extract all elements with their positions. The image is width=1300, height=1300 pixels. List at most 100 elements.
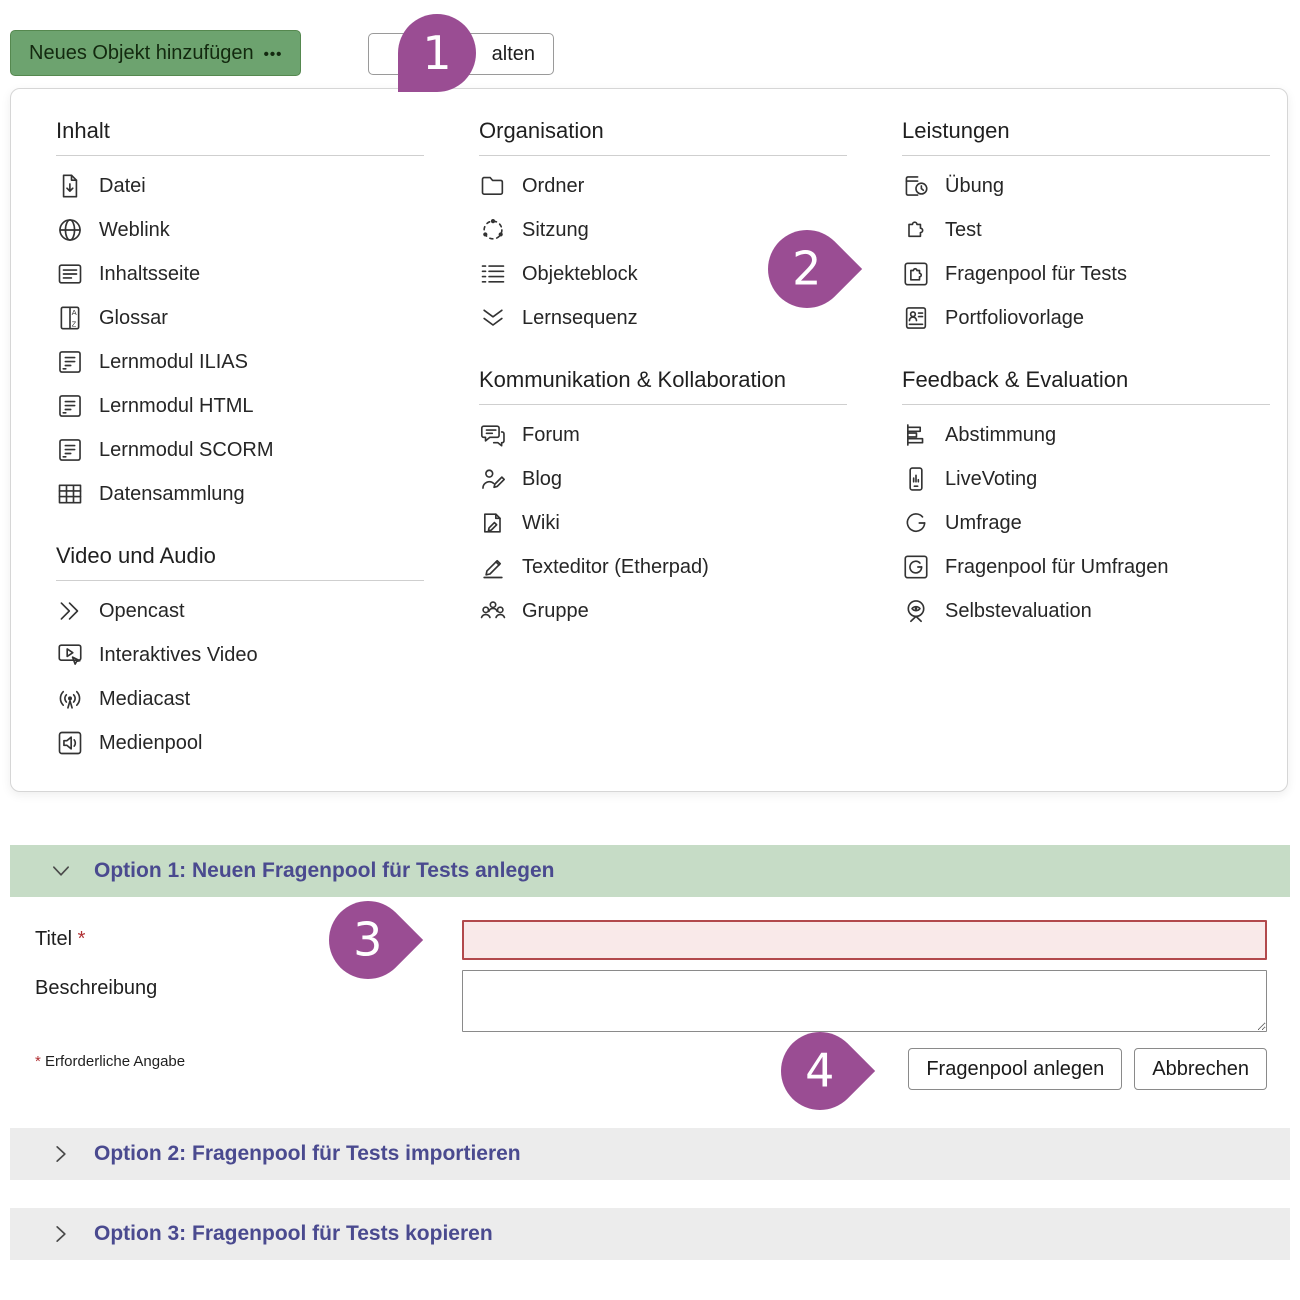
menu-item-livevoting[interactable]: LiveVoting	[902, 457, 1270, 501]
menu-item-label: Datei	[99, 174, 146, 197]
menu-item-label: Interaktives Video	[99, 643, 258, 666]
menu-item-interaktives-video[interactable]: Interaktives Video	[56, 633, 424, 677]
menu-item-label: Lernsequenz	[522, 306, 638, 329]
menu-item-lernmodul-html[interactable]: Lernmodul HTML	[56, 384, 424, 428]
create-question-pool-button[interactable]: Fragenpool anlegen	[908, 1048, 1123, 1090]
ellipsis-icon: •••	[263, 45, 283, 63]
menu-item-label: Test	[945, 218, 982, 241]
required-asterisk: *	[77, 928, 86, 950]
menu-section-title: Feedback & Evaluation	[902, 366, 1270, 405]
menu-item-test[interactable]: Test	[902, 208, 1270, 252]
menu-item-label: Forum	[522, 423, 580, 446]
menu-item-label: Fragenpool für Tests	[945, 262, 1127, 285]
menu-item-wiki[interactable]: Wiki	[479, 501, 847, 545]
menu-item-lernmodul-ilias[interactable]: Lernmodul ILIAS	[56, 340, 424, 384]
portfolio-icon	[902, 304, 930, 332]
manage-button-label: alten	[491, 42, 535, 65]
menu-item-lernmodul-scorm[interactable]: Lernmodul SCORM	[56, 428, 424, 472]
menu-item-texteditor-etherpad[interactable]: Texteditor (Etherpad)	[479, 545, 847, 589]
title-input[interactable]	[462, 920, 1267, 960]
option2-accordion-header[interactable]: Option 2: Fragenpool für Tests importier…	[10, 1128, 1290, 1180]
session-icon	[479, 216, 507, 244]
learning-module-icon	[56, 436, 84, 464]
menu-item-selbstevaluation[interactable]: Selbstevaluation	[902, 589, 1270, 633]
menu-item-fragenpool-f-r-umfragen[interactable]: Fragenpool für Umfragen	[902, 545, 1270, 589]
menu-item-opencast[interactable]: Opencast	[56, 589, 424, 633]
menu-item-label: Fragenpool für Umfragen	[945, 555, 1169, 578]
add-new-object-button[interactable]: Neues Objekt hinzufügen •••	[10, 30, 302, 76]
content-page-icon	[56, 260, 84, 288]
menu-section-title: Video und Audio	[56, 542, 424, 581]
menu-item-label: Lernmodul SCORM	[99, 438, 274, 461]
menu-item-forum[interactable]: Forum	[479, 413, 847, 457]
sequence-icon	[479, 304, 507, 332]
option2-title: Option 2: Fragenpool für Tests importier…	[94, 1142, 521, 1165]
menu-item-sitzung[interactable]: Sitzung	[479, 208, 847, 252]
menu-item-label: Portfoliovorlage	[945, 306, 1084, 329]
globe-icon	[56, 216, 84, 244]
menu-item-portfoliovorlage[interactable]: Portfoliovorlage	[902, 296, 1270, 340]
chevron-right-icon	[50, 1143, 72, 1165]
add-new-object-label: Neues Objekt hinzufügen	[29, 41, 254, 64]
menu-item-label: Sitzung	[522, 218, 589, 241]
menu-item-objekteblock[interactable]: Objekteblock	[479, 252, 847, 296]
interactive-video-icon	[56, 641, 84, 669]
menu-item-label: LiveVoting	[945, 467, 1038, 490]
svg-text:A: A	[72, 308, 78, 317]
menu-item-label: Selbstevaluation	[945, 599, 1092, 622]
menu-item-lernsequenz[interactable]: Lernsequenz	[479, 296, 847, 340]
menu-item-label: Übung	[945, 174, 1004, 197]
menu-item-weblink[interactable]: Weblink	[56, 208, 424, 252]
chevron-down-icon	[50, 860, 72, 882]
menu-item-umfrage[interactable]: Umfrage	[902, 501, 1270, 545]
chevron-right-icon	[50, 1223, 72, 1245]
title-label: Titel *	[35, 928, 86, 950]
description-label: Beschreibung	[35, 977, 158, 999]
menu-item-label: Texteditor (Etherpad)	[522, 555, 709, 578]
description-textarea[interactable]	[462, 970, 1267, 1032]
menu-item-label: Blog	[522, 467, 563, 490]
menu-item-label: Datensammlung	[99, 482, 245, 505]
callout-step-1: 1	[398, 14, 476, 92]
menu-item-gruppe[interactable]: Gruppe	[479, 589, 847, 633]
callout-step-4: 4	[764, 1015, 876, 1127]
menu-item-blog[interactable]: Blog	[479, 457, 847, 501]
callout-step-3: 3	[312, 884, 424, 996]
required-note: * Erforderliche Angabe	[35, 1053, 186, 1070]
menu-item-abstimmung[interactable]: Abstimmung	[902, 413, 1270, 457]
required-asterisk: *	[35, 1053, 41, 1070]
option1-title: Option 1: Neuen Fragenpool für Tests anl…	[94, 859, 555, 882]
exercise-icon	[902, 172, 930, 200]
option1-accordion-header[interactable]: Option 1: Neuen Fragenpool für Tests anl…	[10, 845, 1290, 897]
group-icon	[479, 597, 507, 625]
menu-item-mediacast[interactable]: Mediacast	[56, 677, 424, 721]
question-pool-test-icon	[902, 260, 930, 288]
media-pool-icon	[56, 729, 84, 757]
menu-item-inhaltsseite[interactable]: Inhaltsseite	[56, 252, 424, 296]
menu-item-label: Wiki	[522, 511, 560, 534]
menu-item-bung[interactable]: Übung	[902, 164, 1270, 208]
menu-item-label: Inhaltsseite	[99, 262, 201, 285]
cancel-button[interactable]: Abbrechen	[1134, 1048, 1267, 1090]
menu-section-title: Inhalt	[56, 117, 424, 156]
menu-item-medienpool[interactable]: Medienpool	[56, 721, 424, 765]
svg-text:Z: Z	[72, 320, 77, 329]
menu-item-ordner[interactable]: Ordner	[479, 164, 847, 208]
menu-item-datei[interactable]: Datei	[56, 164, 424, 208]
menu-item-fragenpool-f-r-tests[interactable]: Fragenpool für Tests	[902, 252, 1270, 296]
option3-accordion-header[interactable]: Option 3: Fragenpool für Tests kopieren	[10, 1208, 1290, 1260]
menu-item-label: Gruppe	[522, 599, 589, 622]
wiki-icon	[479, 509, 507, 537]
menu-item-datensammlung[interactable]: Datensammlung	[56, 472, 424, 516]
